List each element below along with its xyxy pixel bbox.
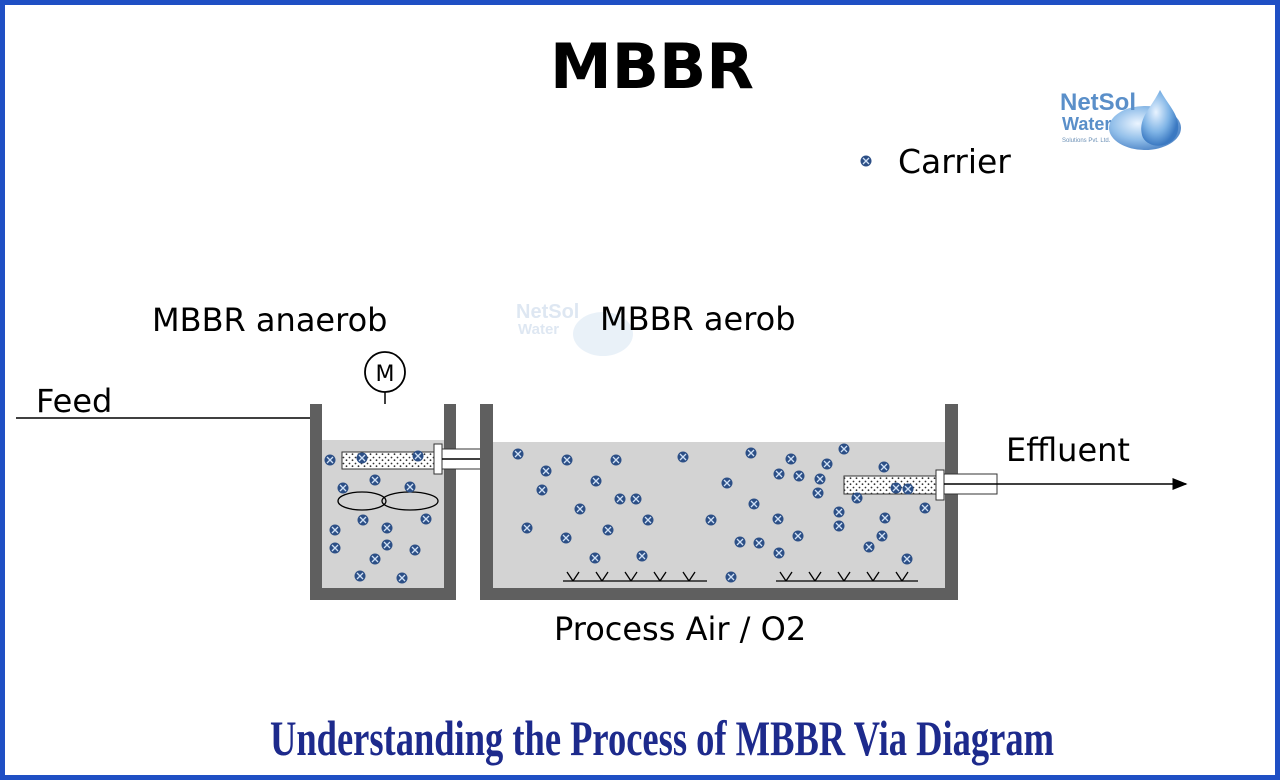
carrier-icon [630, 493, 642, 505]
carrier-icon [404, 481, 416, 493]
legend: Carrier [860, 142, 1011, 181]
carrier-icon [590, 475, 602, 487]
mixer-blade-left [337, 491, 387, 511]
carrier-icon [901, 553, 913, 565]
carrier-icon [536, 484, 548, 496]
carrier-icon [705, 514, 717, 526]
carrier-icon [589, 552, 601, 564]
carrier-icon [396, 572, 408, 584]
carrier-icon [821, 458, 833, 470]
page-title: MBBR [550, 30, 754, 103]
carrier-icon [540, 465, 552, 477]
carrier-icon [329, 542, 341, 554]
watermark-drop-icon [573, 312, 633, 356]
carrier-icon [833, 506, 845, 518]
carrier-icon [902, 483, 914, 495]
carrier-icon [337, 482, 349, 494]
carrier-icon [409, 544, 421, 556]
carrier-icon [773, 547, 785, 559]
carrier-icon [642, 514, 654, 526]
carrier-icon [851, 492, 863, 504]
carrier-icon [876, 530, 888, 542]
carrier-icon [329, 524, 341, 536]
carrier-icon [725, 571, 737, 583]
netsol-logo: NetSol Water Solutions Pvt. Ltd. [1060, 89, 1181, 150]
legend-carrier-label: Carrier [898, 142, 1011, 181]
carrier-icon [863, 541, 875, 553]
anaerob-label: MBBR anaerob [152, 301, 387, 339]
mbbr-diagram: MBBR NetSol Water Solutions Pvt. Ltd. Ca… [16, 30, 1188, 766]
carrier-icon [919, 502, 931, 514]
carrier-icon [602, 524, 614, 536]
carrier-icon [412, 450, 424, 462]
carrier-icon [793, 470, 805, 482]
effluent-label: Effluent [1006, 431, 1130, 469]
carrier-icon [354, 570, 366, 582]
carrier-icon [381, 539, 393, 551]
anaerobic-outlet-flange [433, 443, 443, 475]
aerobic-outlet-flange [935, 469, 945, 501]
carrier-icon [324, 454, 336, 466]
logo-line1: NetSol [1060, 89, 1136, 116]
carrier-icon [560, 532, 572, 544]
carrier-icon [636, 550, 648, 562]
carrier-icon [745, 447, 757, 459]
carrier-icon [833, 520, 845, 532]
aerobic-liquid [493, 442, 945, 588]
carrier-icon [677, 451, 689, 463]
legend-carrier-icon [860, 155, 872, 167]
carrier-icon [812, 487, 824, 499]
carrier-icon [878, 461, 890, 473]
carrier-icon [734, 536, 746, 548]
carrier-icon [610, 454, 622, 466]
watermark-line2: Water [518, 321, 559, 338]
anaerobic-tank [310, 404, 456, 600]
carrier-icon [369, 553, 381, 565]
logo-line2: Water [1062, 114, 1111, 134]
motor-label: M [376, 362, 395, 387]
aerobic-tank [480, 404, 958, 600]
carrier-icon [785, 453, 797, 465]
process-air-label: Process Air / O2 [554, 610, 806, 648]
carrier-icon [890, 482, 902, 494]
carrier-icon [420, 513, 432, 525]
carrier-icon [561, 454, 573, 466]
logo-tagline: Solutions Pvt. Ltd. [1062, 138, 1111, 144]
diffuser-right [776, 571, 918, 582]
watermark-line1: NetSol [516, 301, 579, 323]
carrier-icon [748, 498, 760, 510]
anaerobic-sieve [341, 451, 441, 470]
carrier-icon [814, 473, 826, 485]
carrier-icon [574, 503, 586, 515]
carrier-icon [772, 513, 784, 525]
feed-label: Feed [36, 382, 112, 420]
carrier-icon [753, 537, 765, 549]
carrier-icon [614, 493, 626, 505]
carrier-icon [773, 468, 785, 480]
carrier-icon [357, 514, 369, 526]
carrier-icon [381, 522, 393, 534]
carrier-icon [356, 452, 368, 464]
bottom-caption: Understanding the Process of MBBR Via Di… [270, 710, 1054, 766]
carrier-icon [512, 448, 524, 460]
watermark-logo: NetSol Water [516, 301, 633, 356]
droplet-icon [1141, 90, 1179, 146]
carrier-icon [369, 474, 381, 486]
carrier-icon [838, 443, 850, 455]
diffuser-left [563, 571, 707, 582]
aerob-label: MBBR aerob [600, 300, 796, 338]
carrier-icon [792, 530, 804, 542]
carrier-icon [879, 512, 891, 524]
carrier-icon [521, 522, 533, 534]
carrier-group [324, 443, 931, 584]
carrier-icon [721, 477, 733, 489]
